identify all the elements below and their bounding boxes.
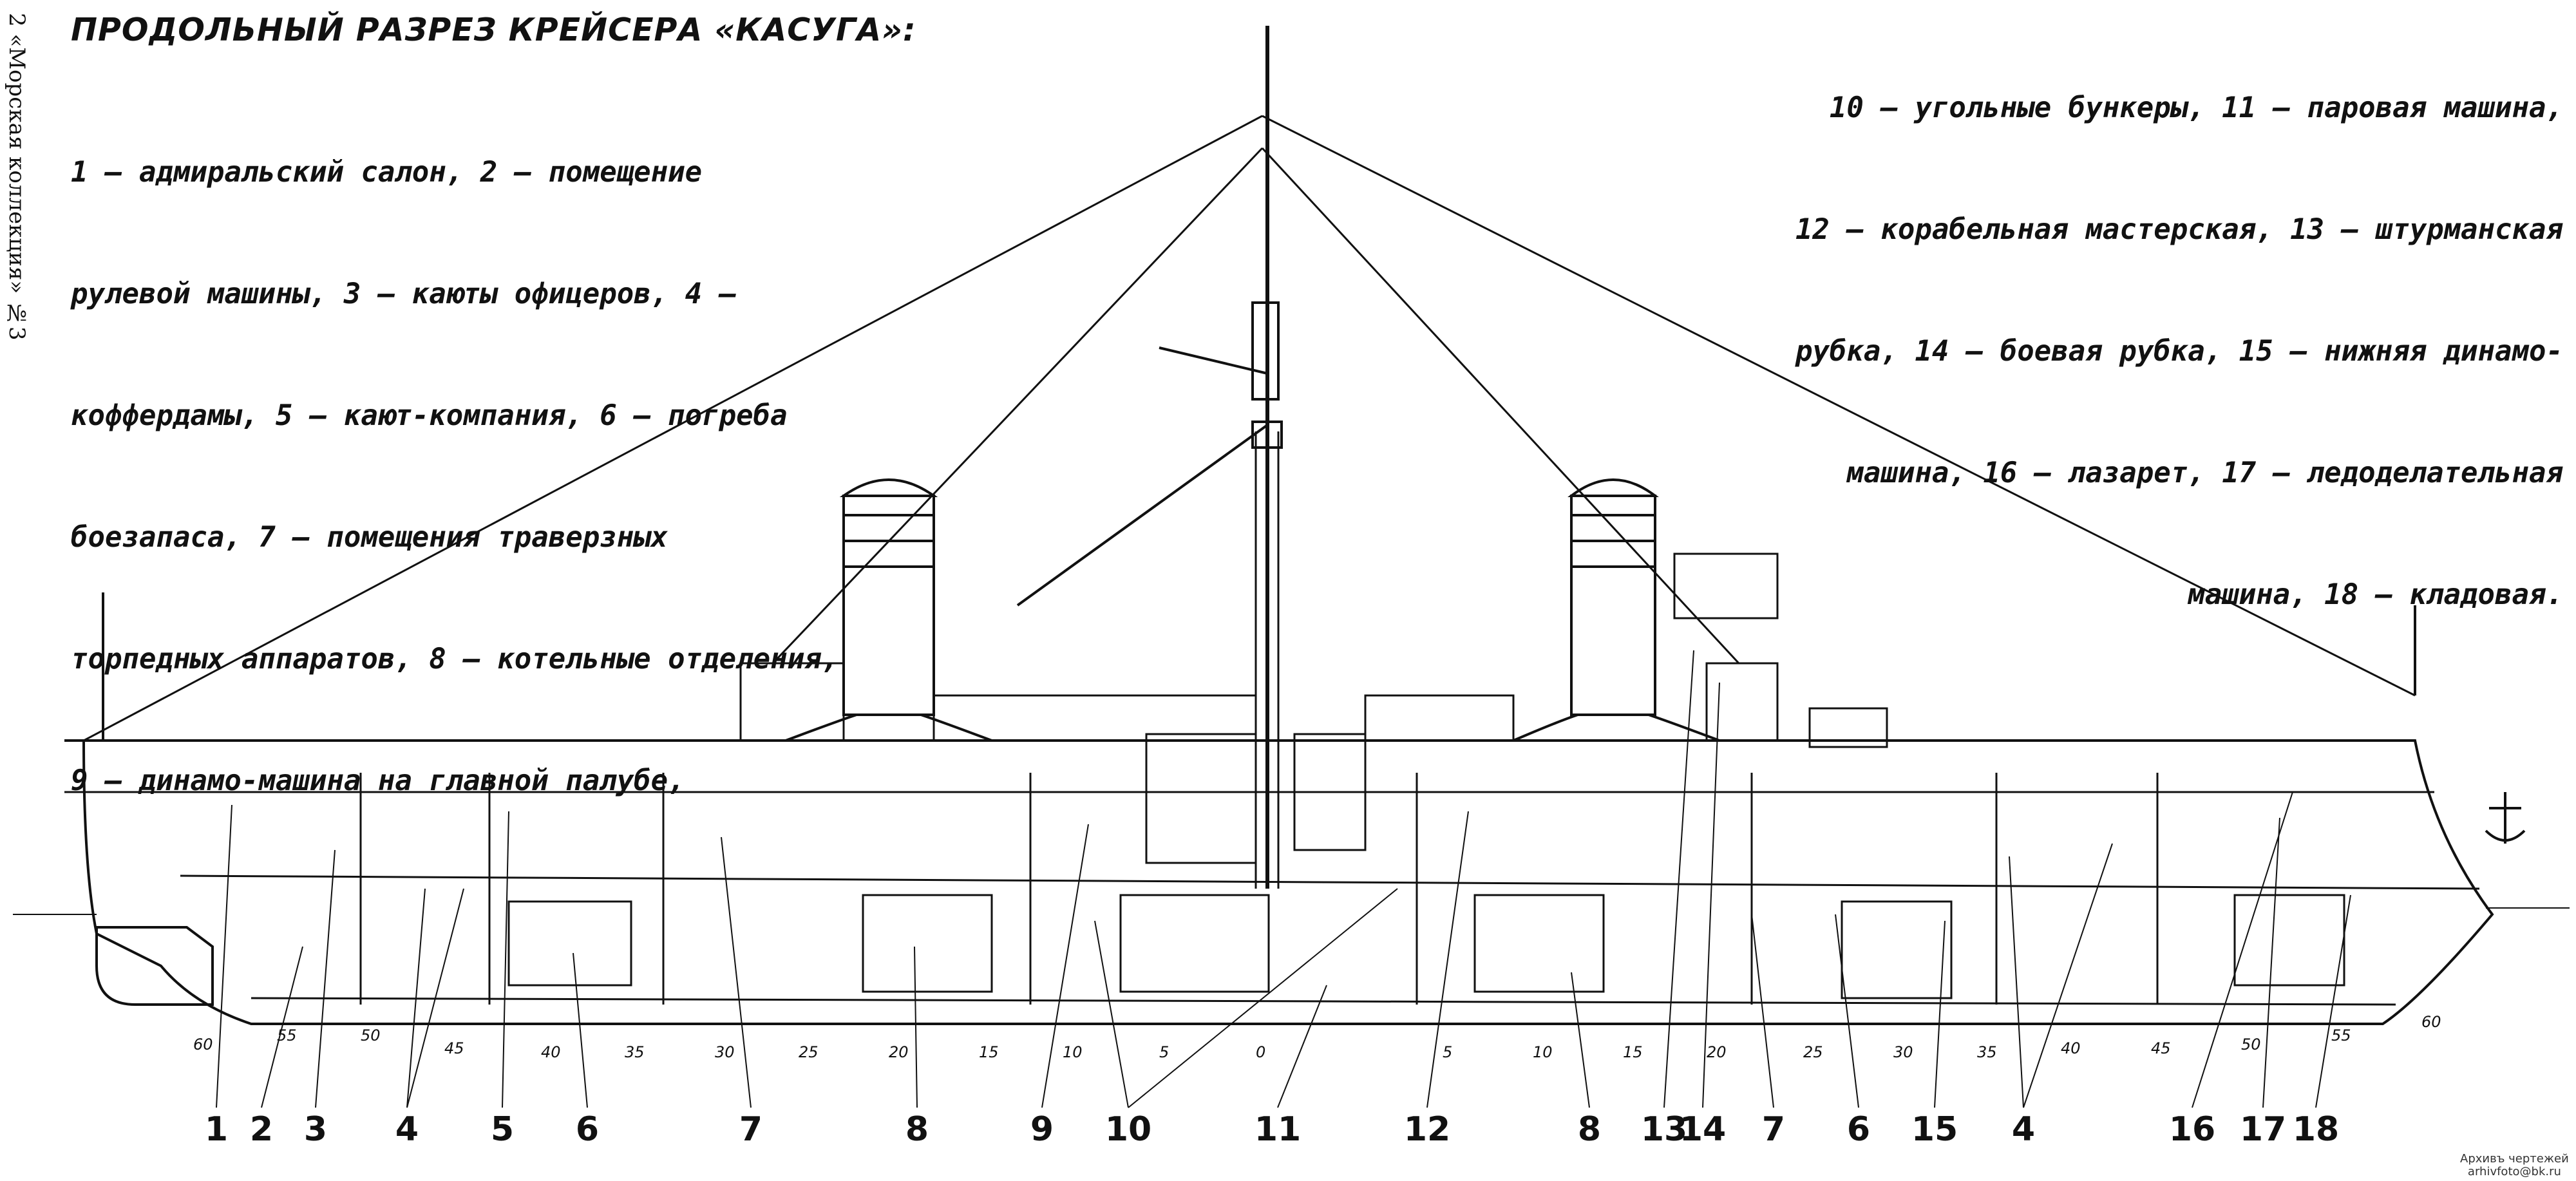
main-mast xyxy=(1016,26,1283,889)
callout-label: 18 xyxy=(2292,1110,2340,1149)
callout-label: 11 xyxy=(1254,1110,1302,1149)
frame-number: 20 xyxy=(1707,1043,1727,1061)
callout-label: 7 xyxy=(1761,1110,1786,1149)
callout-label: 8 xyxy=(1577,1110,1602,1149)
legend-line: рубка, 14 — боевая рубка, 15 — нижняя ди… xyxy=(1795,335,2563,368)
frame-numbers: 60 55 50 45 40 35 30 25 20 15 10 5 0 5 1… xyxy=(193,1013,2441,1061)
frame-number: 20 xyxy=(889,1043,909,1061)
bulkheads xyxy=(359,773,2159,1005)
callout-label: 14 xyxy=(1679,1110,1727,1149)
frame-number: 0 xyxy=(1256,1043,1265,1061)
legend-line: боезапаса, 7 — помещения траверзных xyxy=(71,521,668,554)
machinery-blocks xyxy=(507,894,2345,999)
frame-number: 10 xyxy=(1063,1043,1083,1061)
rigging-stays xyxy=(83,115,2416,742)
callout-label: 13 xyxy=(1640,1110,1688,1149)
callout-label: 6 xyxy=(1846,1110,1871,1149)
frame-number: 60 xyxy=(2421,1013,2441,1031)
callout-label: 6 xyxy=(575,1110,600,1149)
frame-number: 5 xyxy=(1443,1043,1452,1061)
callout-label: 12 xyxy=(1403,1110,1451,1149)
archive-stamp-line: Архивъ чертежей xyxy=(2460,1152,2569,1166)
legend-line: торпедных аппаратов, 8 — котельные отдел… xyxy=(71,643,839,676)
legend-line: 12 — корабельная мастерская, 13 — штурма… xyxy=(1795,213,2563,246)
frame-number: 50 xyxy=(2241,1035,2261,1053)
callout-label: 4 xyxy=(2011,1110,2036,1149)
legend-left: 1 — адмиральский салон, 2 — помещение ру… xyxy=(71,71,960,842)
callout-label: 7 xyxy=(739,1110,763,1149)
frame-number: 10 xyxy=(1533,1043,1553,1061)
hull xyxy=(13,739,2570,1025)
frame-number: 25 xyxy=(799,1043,819,1061)
callout-label: 8 xyxy=(905,1110,929,1149)
frame-number: 25 xyxy=(1803,1043,1823,1061)
legend-line: рулевой машины, 3 — каюты офицеров, 4 — xyxy=(71,278,737,310)
callout-label: 16 xyxy=(2168,1110,2216,1149)
frame-number: 45 xyxy=(2151,1039,2171,1057)
fore-funnel xyxy=(785,478,992,742)
callout-label: 4 xyxy=(395,1110,419,1149)
frame-number: 35 xyxy=(625,1043,645,1061)
legend-line: машина, 18 — кладовая. xyxy=(2188,578,2563,611)
frame-number: 45 xyxy=(444,1039,464,1057)
callout-label: 5 xyxy=(490,1110,515,1149)
after-funnel xyxy=(1513,478,1720,742)
frame-number: 15 xyxy=(1623,1043,1643,1061)
superstructure xyxy=(739,553,1888,864)
callout-label: 10 xyxy=(1104,1110,1152,1149)
callout-label: 9 xyxy=(1030,1110,1054,1149)
callout-label: 15 xyxy=(1911,1110,1958,1149)
frame-number: 5 xyxy=(1159,1043,1169,1061)
frame-number: 15 xyxy=(979,1043,999,1061)
frame-number: 35 xyxy=(1977,1043,1997,1061)
archive-stamp: Архивъ чертежей arhivfoto@bk.ru xyxy=(2460,1153,2569,1178)
frame-number: 40 xyxy=(541,1043,561,1061)
frame-number: 60 xyxy=(193,1035,213,1053)
leader-lines xyxy=(216,650,2351,1108)
callout-label: 1 xyxy=(204,1110,229,1149)
callout-label: 3 xyxy=(303,1110,328,1149)
anchor-icon xyxy=(2485,792,2526,844)
frame-number: 50 xyxy=(361,1026,381,1044)
frame-number: 55 xyxy=(2331,1026,2351,1044)
frame-number: 30 xyxy=(715,1043,735,1061)
callout-label: 17 xyxy=(2239,1110,2287,1149)
legend-right: 10 — угольные бункеры, 11 — паровая маши… xyxy=(1662,6,2563,656)
legend-line: 1 — адмиральский салон, 2 — помещение xyxy=(71,156,703,189)
side-caption: 2 «Морская коллекция» №3 xyxy=(4,13,30,341)
drawing-title: ПРОДОЛЬНЫЙ РАЗРЕЗ КРЕЙСЕРА «КАСУГА»: xyxy=(71,12,916,48)
legend-line: машина, 16 — лазарет, 17 — ледоделательн… xyxy=(1846,457,2563,489)
legend-line: коффердамы, 5 — кают-компания, 6 — погре… xyxy=(71,399,788,432)
archive-stamp-line: arhivfoto@bk.ru xyxy=(2467,1165,2561,1178)
legend-line: 10 — угольные бункеры, 11 — паровая маши… xyxy=(1829,91,2563,124)
frame-number: 30 xyxy=(1893,1043,1913,1061)
callout-label: 2 xyxy=(249,1110,274,1149)
frame-number: 40 xyxy=(2061,1039,2081,1057)
